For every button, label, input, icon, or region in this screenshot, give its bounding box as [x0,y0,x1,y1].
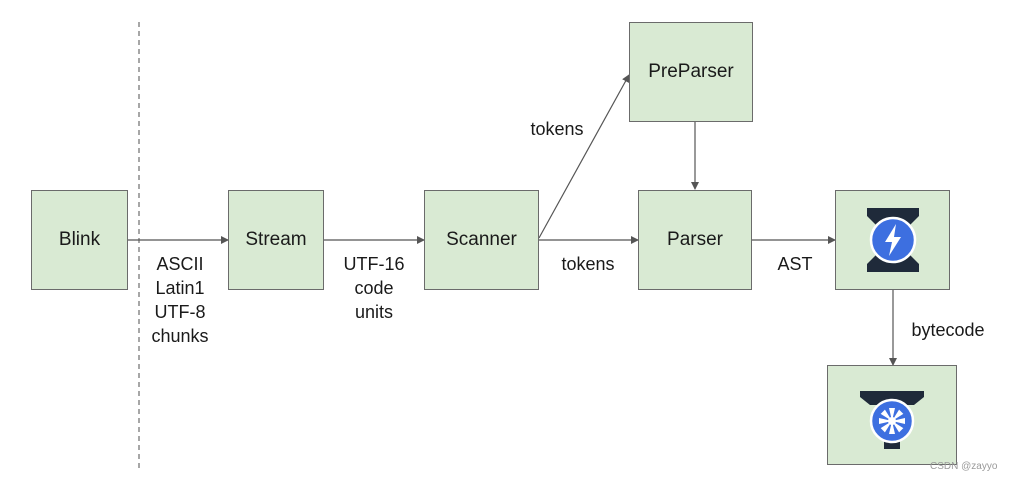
label-tokens-lower: tokens [561,254,615,274]
arrow-scanner-to-preparser [538,74,630,239]
node-blink-label: Blink [58,229,101,250]
label-encoding-latin1: Latin1 [155,278,205,298]
label-scanner-to-parser: tokens [553,252,623,276]
label-utf16: UTF-16 [343,254,405,274]
label-bytecode: bytecode [911,320,985,340]
node-blink: Blink [31,190,128,290]
node-parser-label: Parser [667,229,723,250]
turbofan-compiler-icon [860,391,924,449]
node-preparser-label: PreParser [648,61,734,82]
ignition-interpreter-icon [866,208,919,272]
label-parser-to-ignition: AST [765,252,825,276]
node-scanner-label: Scanner [446,229,517,250]
node-turbofan [827,365,957,465]
node-parser: Parser [638,190,752,290]
label-stream-to-scanner: UTF-16 code units [334,252,414,324]
node-stream-label: Stream [245,229,307,250]
label-tokens-upper: tokens [530,119,584,139]
watermark: CSDN @zayyo [930,461,998,472]
node-ignition [835,190,950,290]
label-encoding-ascii: ASCII [156,254,204,274]
label-encoding-utf8: UTF-8 [154,302,206,322]
label-blink-to-stream: ASCII Latin1 UTF-8 chunks [140,252,220,348]
label-code: code [354,278,394,298]
label-scanner-to-preparser: tokens [522,117,592,141]
node-scanner: Scanner [424,190,539,290]
label-chunks: chunks [151,326,209,346]
label-units: units [354,302,394,322]
label-ignition-to-turbofan: bytecode [900,318,996,342]
node-preparser: PreParser [629,22,753,122]
label-ast: AST [777,254,813,274]
node-stream: Stream [228,190,324,290]
